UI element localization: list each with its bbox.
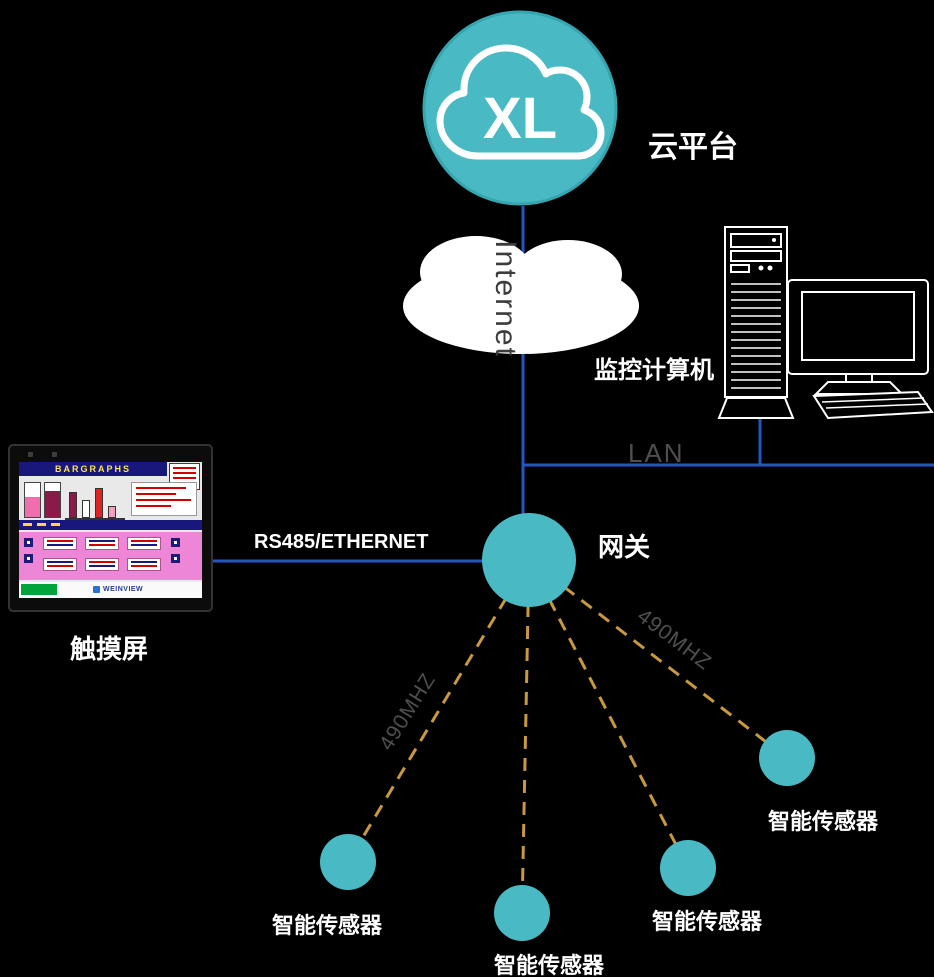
- hmi-screen: BARGRAPHS: [19, 462, 202, 598]
- sensor-node: [660, 840, 716, 896]
- hmi-readout-panel: [131, 482, 197, 516]
- hmi-tank-graphic: [24, 482, 41, 518]
- wireless-line-1: [346, 559, 531, 863]
- computer-monitor-icon: [787, 279, 934, 420]
- hmi-tank-graphic: [44, 482, 61, 518]
- hmi-brand-icon: [93, 586, 100, 593]
- hmi-brand-text: WEINVIEW: [103, 586, 144, 593]
- internet-cloud-shape: [403, 236, 639, 354]
- internet-label: Internet: [489, 240, 522, 358]
- sensor-node: [759, 730, 815, 786]
- hmi-sensor-dot: [52, 452, 57, 457]
- sensor-label: 智能传感器: [272, 913, 383, 938]
- computer-tower-icon: [717, 226, 795, 419]
- monitor-computer-label: 监控计算机: [594, 357, 714, 384]
- lan-label: LAN: [628, 438, 685, 468]
- wireless-line-2: [520, 559, 531, 913]
- touch-screen-device: BARGRAPHS: [8, 444, 213, 612]
- sensor-label: 智能传感器: [494, 953, 605, 977]
- sensor-node: [320, 834, 376, 890]
- wireless-line-3: [527, 559, 690, 869]
- cloud-logo-text: XL: [483, 86, 557, 151]
- rs485-label: RS485/ETHERNET: [254, 531, 429, 553]
- hmi-screen-title: BARGRAPHS: [19, 462, 167, 476]
- hmi-bar-chart: [65, 484, 125, 520]
- hmi-bottom-bar: WEINVIEW: [19, 582, 202, 598]
- gateway-label: 网关: [598, 532, 651, 562]
- hmi-control-panel: [19, 532, 202, 580]
- cloud-platform-label: 云平台: [648, 131, 738, 164]
- hmi-camera-dot: [28, 452, 33, 457]
- hmi-green-button: [21, 584, 57, 595]
- gateway-node: [482, 513, 576, 607]
- cloud-platform-node: XL: [422, 10, 618, 206]
- sensor-label: 智能传感器: [768, 809, 879, 834]
- sensor-label: 智能传感器: [652, 909, 763, 934]
- sensor-node: [494, 885, 550, 941]
- touch-screen-label: 触摸屏: [70, 634, 149, 664]
- cloud-logo-icon: [436, 44, 605, 160]
- hmi-status-strip: [19, 520, 202, 530]
- wireless-line-4: [528, 558, 788, 760]
